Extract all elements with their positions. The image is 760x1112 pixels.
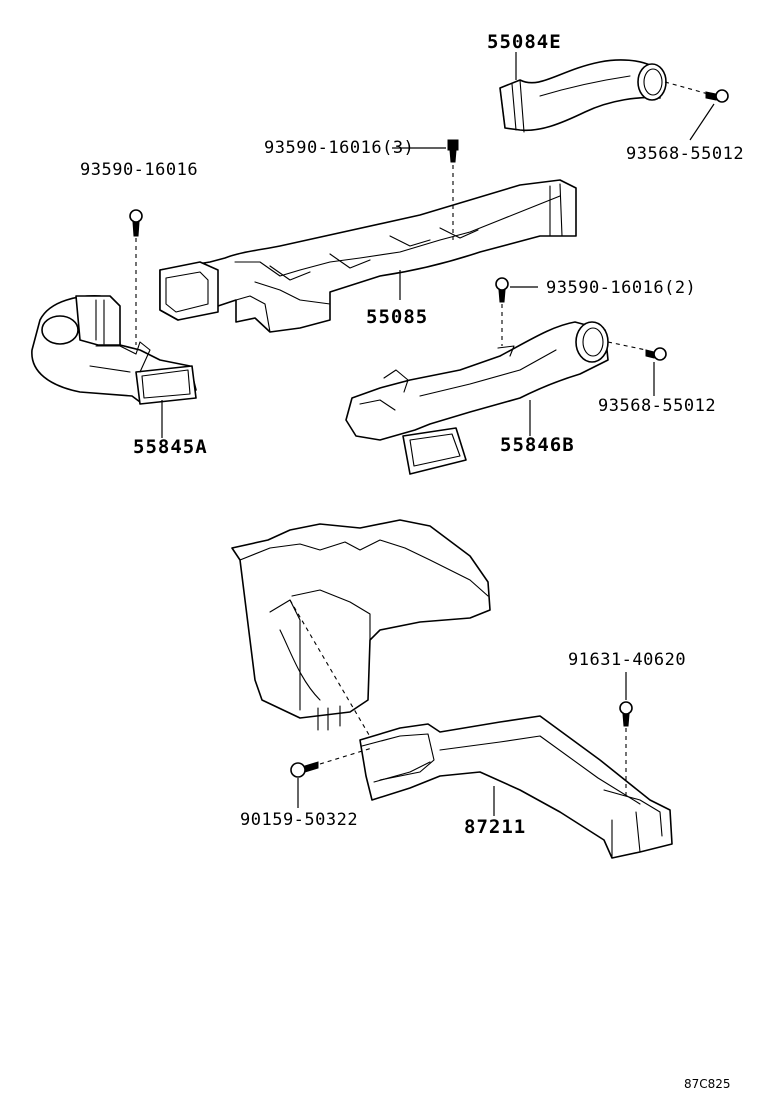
duct-55085: [159, 179, 577, 333]
label-91631-40620: 91631-40620: [568, 650, 687, 670]
screw-93590-2: [495, 277, 538, 346]
label-93590-16016-2: 93590-16016(2): [546, 278, 697, 298]
label-55846b: 55846B: [500, 434, 575, 456]
label-90159-50322: 90159-50322: [240, 810, 359, 830]
screw-90159: [290, 747, 373, 808]
screw-93590-3: [392, 139, 459, 240]
screw-93568-top: [664, 81, 729, 103]
heater-unit: [231, 519, 491, 731]
duct-87211: [359, 715, 673, 859]
duct-55846b: [345, 321, 609, 475]
label-93590-16016-3: 93590-16016(3): [264, 138, 415, 158]
label-55845a: 55845A: [133, 436, 208, 458]
figure-code: 87C825: [684, 1077, 731, 1091]
screw-93568-mid: [607, 341, 667, 396]
duct-55084e: [499, 59, 667, 133]
label-93568-55012-mid: 93568-55012: [598, 396, 717, 416]
duct-55845a: [31, 295, 197, 405]
label-93590-16016-left: 93590-16016: [80, 160, 199, 180]
screw-93590-left: [129, 209, 143, 345]
screw-91631: [619, 672, 633, 796]
label-93568-55012-top: 93568-55012: [626, 144, 745, 164]
label-55084e: 55084E: [487, 31, 562, 53]
label-55085: 55085: [366, 306, 429, 328]
label-87211: 87211: [464, 816, 527, 838]
